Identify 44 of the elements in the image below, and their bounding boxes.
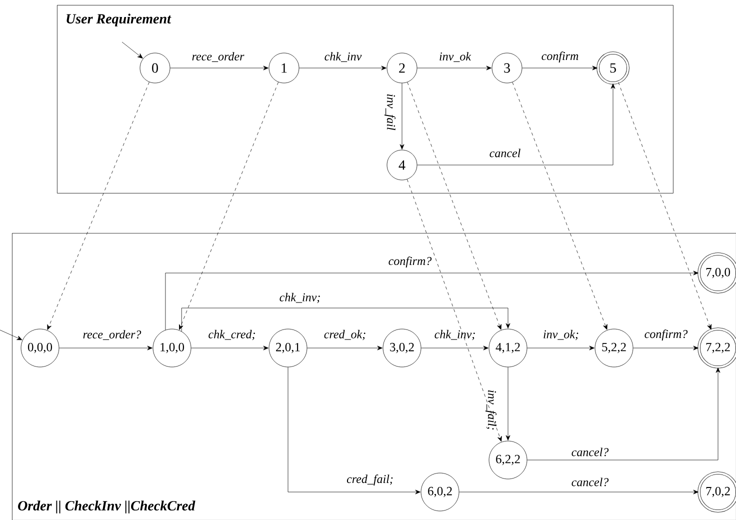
edge-label: confirm? — [644, 330, 688, 340]
mapping-arrow — [407, 82, 502, 330]
edge-label: chk_inv; — [280, 292, 320, 304]
transition-arrow — [165, 270, 698, 330]
transition-arrow — [522, 66, 598, 70]
transition-arrow — [421, 346, 488, 350]
transition-arrow — [191, 346, 268, 350]
edge-label: cred_fail; — [346, 474, 393, 486]
mapping-arrow — [179, 82, 279, 330]
mapping-arrow — [47, 82, 150, 330]
edge-label: cred_ok; — [324, 330, 366, 340]
edge-label: inv_ok; — [544, 330, 578, 340]
transition-arrow — [59, 346, 152, 350]
transition-arrow — [527, 346, 594, 350]
transition-arrow — [459, 490, 698, 494]
transition-arrow — [307, 346, 382, 350]
edge-label: cancel — [490, 148, 520, 158]
edge-label: chk_cred; — [208, 330, 255, 340]
edge-label: cancel? — [572, 478, 609, 486]
edge-label: chk_inv — [324, 52, 362, 62]
mapping-arrow — [618, 82, 712, 330]
transition-arrow — [506, 367, 510, 440]
edge-label: rece_order — [192, 52, 244, 62]
transition-arrow — [527, 368, 720, 460]
edge-label: chk_inv; — [434, 330, 475, 340]
mapping-arrow — [512, 82, 608, 330]
transition-arrow — [181, 308, 510, 332]
edge-label: confirm — [542, 52, 578, 62]
edge-label: confirm? — [388, 256, 432, 268]
mapping-arrow — [406, 179, 502, 442]
transition-arrow — [417, 66, 492, 70]
transition-arrow — [170, 66, 268, 70]
edge-label: inv_fail — [384, 94, 396, 130]
transition-arrow — [633, 346, 698, 350]
edge-label: inv_fail; — [486, 390, 496, 430]
edge-label: inv_ok — [440, 52, 472, 62]
edge-label: rece_order? — [83, 330, 142, 340]
transition-arrow — [417, 84, 616, 166]
transition-arrow — [288, 367, 420, 494]
transition-arrow — [299, 66, 386, 70]
start-arrow — [122, 42, 143, 58]
transition-arrow — [400, 83, 404, 150]
start-arrow — [0, 330, 22, 340]
edge-label: cancel? — [572, 448, 609, 456]
